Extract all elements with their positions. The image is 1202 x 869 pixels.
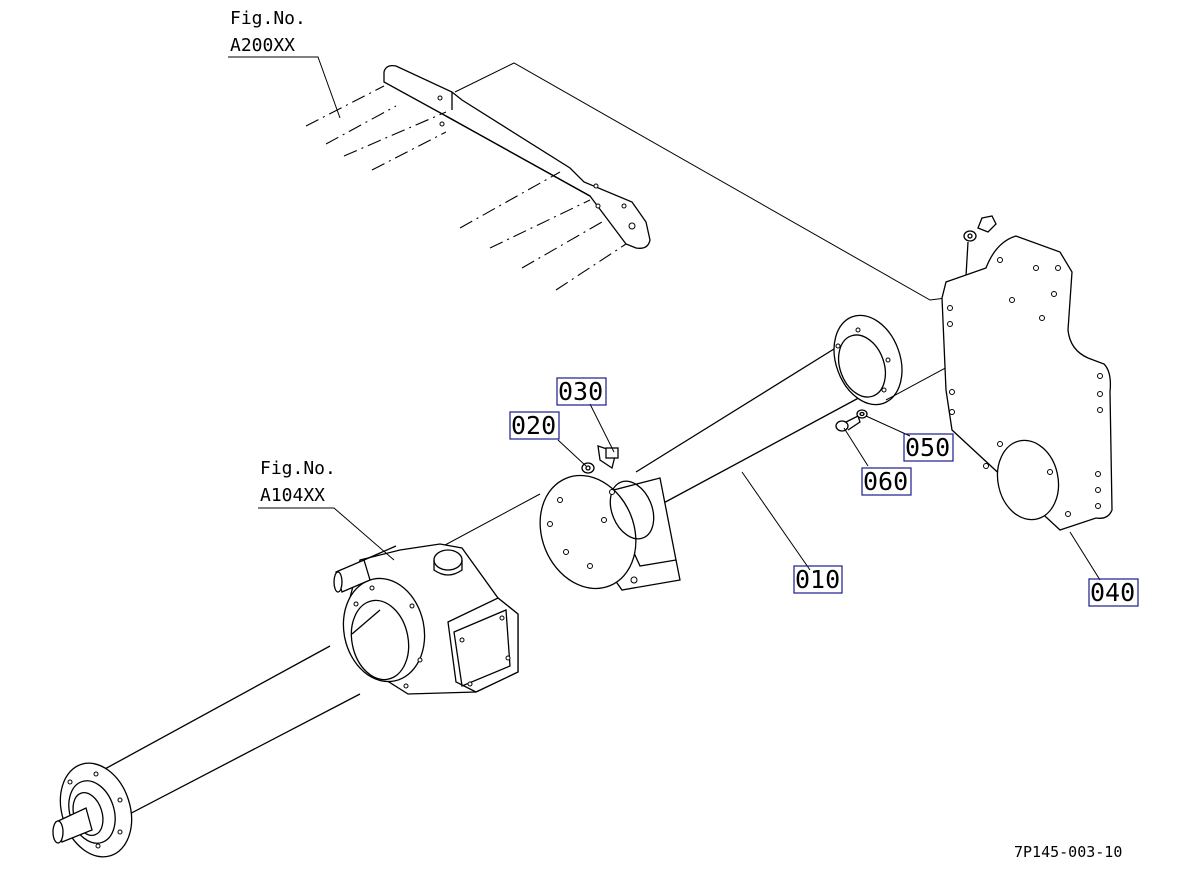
bearing-housing-bracket [539,474,681,591]
svg-text:010: 010 [795,565,840,594]
gearbox-housing [333,543,519,695]
bolt-060 [835,415,861,432]
washer-050 [856,409,868,419]
part-label-010[interactable]: 010 [793,565,843,594]
fig-ref-a104xx-line1: Fig.No. [260,458,336,479]
drive-shaft-tube [635,314,903,507]
part-label-030[interactable]: 030 [556,377,607,406]
leader-lines [228,56,1101,581]
lower-drive-shaft [52,645,361,858]
svg-text:030: 030 [558,377,603,406]
part-label-060[interactable]: 060 [861,467,912,496]
svg-text:060: 060 [863,467,908,496]
fig-ref-a104xx-line2: A104XX [260,485,325,506]
gearbox-centerline [431,493,541,553]
part-label-050[interactable]: 050 [903,433,954,462]
side-plate-040 [941,235,1113,531]
drawing-code: 7P145-003-10 [1014,843,1122,861]
upper-frame-bracket [305,64,651,291]
part-label-040[interactable]: 040 [1088,578,1139,607]
svg-text:020: 020 [511,411,556,440]
fig-ref-a200xx-line2: A200XX [230,35,295,56]
svg-text:040: 040 [1090,578,1135,607]
frame-to-plate-reference-line [454,62,947,301]
part-label-020[interactable]: 020 [509,411,560,440]
fig-ref-a200xx-line1: Fig.No. [230,8,306,29]
svg-text:050: 050 [905,433,950,462]
bolt-030 [597,445,619,470]
